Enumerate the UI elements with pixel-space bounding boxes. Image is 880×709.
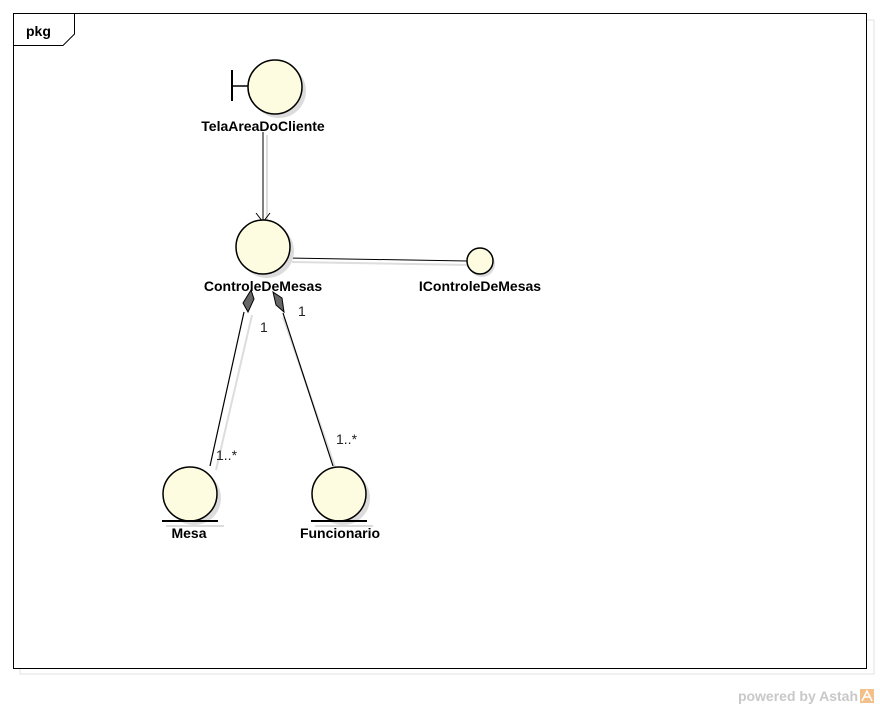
tela-label: TelaAreaDoCliente: [201, 118, 325, 134]
powered-by-watermark: powered by Astah: [738, 688, 858, 704]
frame-tag-box: [13, 13, 75, 46]
funcionario-target-multiplicity: 1..*: [336, 431, 358, 447]
interface-connector[interactable]: [287, 257, 468, 262]
funcionario-composition-diamond-icon: [272, 290, 285, 314]
mesa-entity[interactable]: Mesa: [162, 466, 224, 541]
funcionario-label: Funcionario: [300, 525, 380, 541]
icontrole-label: IControleDeMesas: [419, 278, 541, 294]
astah-logo-icon: [860, 689, 874, 703]
entity-icon: [162, 466, 218, 522]
mesa-target-multiplicity: 1..*: [216, 447, 238, 463]
mesa-label: Mesa: [171, 525, 206, 541]
icontrole-de-mesas-interface[interactable]: IControleDeMesas: [419, 247, 541, 294]
tela-area-do-cliente-boundary[interactable]: TelaAreaDoCliente: [201, 59, 325, 134]
frame-label: pkg: [26, 23, 51, 39]
mesa-source-multiplicity: 1: [260, 319, 268, 335]
boundary-icon: [247, 59, 303, 115]
control-icon: [235, 219, 291, 275]
mesa-association-line[interactable]: [209, 311, 245, 467]
funcionario-source-multiplicity: 1: [298, 303, 306, 319]
interface-lollipop-icon: [466, 247, 494, 275]
funcionario-association-line[interactable]: [282, 312, 334, 467]
mesa-composition-diamond-icon: [242, 288, 255, 314]
entity-icon: [311, 466, 367, 522]
package-frame: [13, 13, 867, 669]
controle-de-mesas-control[interactable]: ControleDeMesas: [204, 219, 322, 294]
controle-label: ControleDeMesas: [204, 278, 322, 294]
funcionario-entity[interactable]: Funcionario: [300, 466, 380, 541]
